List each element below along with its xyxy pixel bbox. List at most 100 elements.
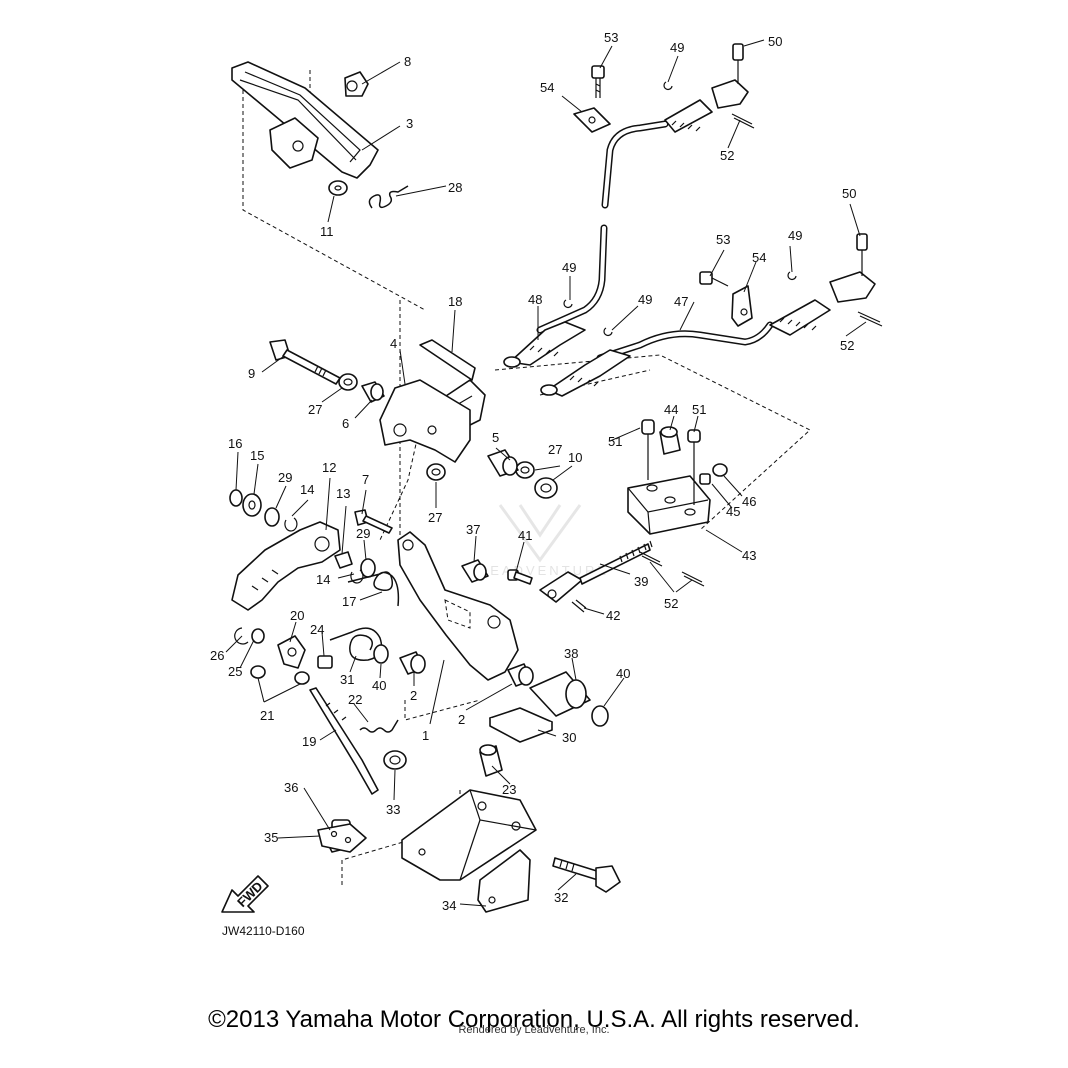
bolt-9 [269,339,341,385]
callout-6: 6 [342,416,349,431]
callout-40b: 40 [616,666,630,681]
callout-42: 42 [606,608,620,623]
callout-18: 18 [448,294,462,309]
callout-17: 17 [342,594,356,609]
clevis-50-right [829,233,876,303]
callout-27b: 27 [428,510,442,525]
callout-14b: 14 [316,572,330,587]
callout-26: 26 [210,648,224,663]
callout-34: 34 [442,898,456,913]
cotter-pin-52-right [857,311,883,327]
copyright-notice: ©2013 Yamaha Motor Corporation, U.S.A. A… [208,1006,860,1033]
callout-51b: 51 [692,402,706,417]
callouts: 1 2 2 3 4 5 6 7 8 9 10 11 12 13 14 14 15… [210,30,856,913]
callout-8: 8 [404,54,411,69]
cap-40b [591,705,609,727]
callout-51a: 51 [608,434,622,449]
callout-1: 1 [422,728,429,743]
block-43 [627,475,711,535]
callout-52b: 52 [840,338,854,353]
clevis-50-top [711,43,749,109]
plate-35 [317,823,367,853]
callout-27a: 27 [308,402,322,417]
callout-29b: 29 [356,526,370,541]
callout-49d: 49 [788,228,802,243]
callout-14a: 14 [300,482,314,497]
nut-33 [383,750,407,770]
circlip-26 [234,627,249,645]
callout-24: 24 [310,622,324,637]
nut-10 [534,477,558,499]
cable-47 [540,299,831,397]
callout-52c: 52 [664,596,678,611]
callout-46: 46 [742,494,756,509]
callout-5: 5 [492,430,499,445]
callout-19: 19 [302,734,316,749]
callout-30: 30 [562,730,576,745]
washer-15 [242,493,262,517]
pin-51a [641,419,655,480]
bracket-54-top [573,107,611,133]
bracket-54-right [731,285,753,327]
washer-11 [328,180,348,196]
nuts-21 [250,665,310,685]
bolt-32 [552,857,621,893]
bolt-7 [354,509,393,534]
bracket-34 [401,789,537,913]
callout-36: 36 [284,780,298,795]
callout-49c: 49 [638,292,652,307]
pad-30 [489,707,553,743]
nut-27b [426,463,446,481]
rod-19 [309,687,379,795]
cap-40a [373,644,389,664]
callout-31: 31 [340,672,354,687]
callout-21: 21 [260,708,274,723]
bolt-45 [699,473,711,485]
callout-15: 15 [250,448,264,463]
collar-8 [344,71,369,97]
shaft-38 [529,671,591,717]
callout-11: 11 [320,224,334,239]
cotter-pin-52-top [731,113,755,129]
callout-32: 32 [554,890,568,905]
callout-37: 37 [466,522,480,537]
bushing-2a [399,651,426,675]
watermark: LEADVENTURE [480,504,606,578]
leader-lines [225,39,867,907]
washer-25 [251,628,265,644]
spring-17 [347,571,400,607]
callout-2a: 2 [410,688,417,703]
callout-12: 12 [322,460,336,475]
callout-3: 3 [406,116,413,131]
pedal-arm-4 [379,379,471,463]
nut-46 [712,463,728,477]
washer-16 [229,489,243,507]
pin-51b [687,429,701,505]
callout-44: 44 [664,402,678,417]
spring-22 [359,719,399,733]
callout-28: 28 [448,180,462,195]
callout-35: 35 [264,830,278,845]
collar-5 [487,449,519,477]
main-lever-1 [397,531,519,681]
lever-20 [277,635,306,669]
circlip-14a [284,517,298,532]
callout-54b: 54 [752,250,766,265]
callout-7: 7 [362,472,369,487]
callout-13: 13 [336,486,350,501]
callout-22: 22 [348,692,362,707]
callout-54a: 54 [540,80,554,95]
callout-52a: 52 [720,148,734,163]
callout-45: 45 [726,504,740,519]
bolt-53-top [591,65,605,98]
collar-44 [659,426,681,455]
lever-12 [231,521,341,611]
callout-25: 25 [228,664,242,679]
callout-50a: 50 [768,34,782,49]
washer-29a [264,507,280,527]
rod-39 [539,540,653,603]
callout-23: 23 [502,782,516,797]
bolt-53-right [699,271,729,287]
callout-9: 9 [248,366,255,381]
